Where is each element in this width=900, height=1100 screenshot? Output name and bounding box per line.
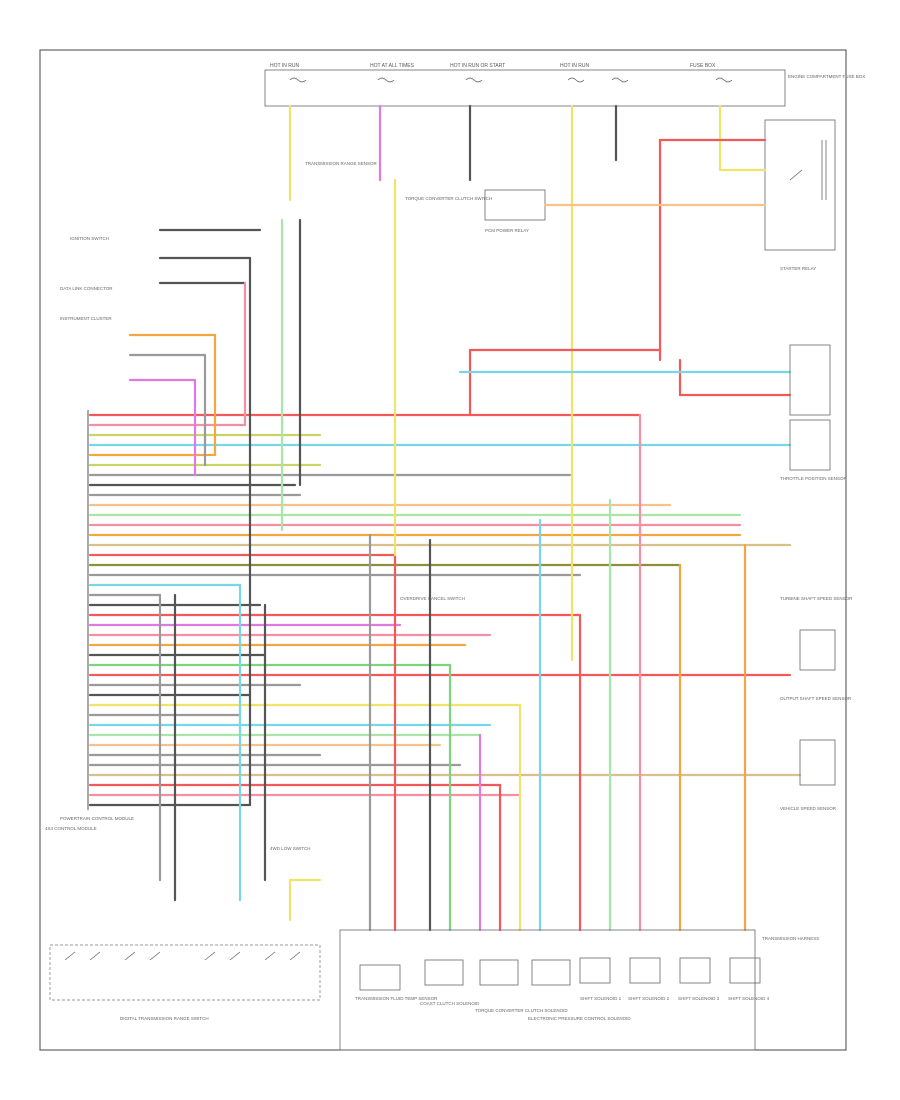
digital-tr-switch: DIGITAL TRANSMISSION RANGE SWITCH 4X4 CO… bbox=[45, 826, 321, 1021]
starter-relay-label: STARTER RELAY bbox=[780, 266, 816, 271]
instrument-cluster-label: INSTRUMENT CLUSTER bbox=[60, 316, 112, 321]
fuse-label-2: HOT AT ALL TIMES bbox=[370, 63, 415, 69]
starter-relay-box bbox=[764, 119, 836, 251]
vss-label: VEHICLE SPEED SENSOR bbox=[780, 806, 837, 811]
fuse-label-5: FUSE BOX bbox=[690, 63, 716, 69]
trans-harness-label: TRANSMISSION HARNESS bbox=[762, 936, 819, 941]
pcm-relay-box bbox=[484, 189, 546, 221]
upper-wires bbox=[128, 104, 792, 807]
sol-2-label: COAST CLUTCH SOLENOID bbox=[420, 1001, 480, 1006]
digital-tr-label: DIGITAL TRANSMISSION RANGE SWITCH bbox=[120, 1016, 209, 1021]
left-module-label: 4X4 CONTROL MODULE bbox=[45, 826, 97, 831]
sol-5-label: SHIFT SOLENOID 1 bbox=[580, 996, 622, 1001]
fuse-label-4: HOT IN RUN bbox=[560, 63, 589, 69]
shift-solenoid-4 bbox=[729, 957, 761, 984]
tr-sensor-label: TRANSMISSION RANGE SENSOR bbox=[305, 161, 378, 166]
coast-clutch-solenoid bbox=[424, 959, 464, 986]
4wd-low-label: 4WD LOW SWITCH bbox=[270, 846, 311, 851]
vertical-wires bbox=[368, 413, 747, 932]
pcm-relay-label: PCM POWER RELAY bbox=[485, 228, 529, 233]
sol-8-label: SHIFT SOLENOID 4 bbox=[728, 996, 770, 1001]
relay-switch bbox=[789, 169, 803, 181]
sol-6-label: SHIFT SOLENOID 2 bbox=[628, 996, 670, 1001]
sol-4-label: ELECTRONIC PRESSURE CONTROL SOLENOID bbox=[528, 1016, 631, 1021]
sol-1-label: TRANSMISSION FLUID TEMP SENSOR bbox=[355, 996, 438, 1001]
tcc-switch-label: TORQUE CONVERTER CLUTCH SWITCH bbox=[405, 196, 492, 201]
engine-comp-fuse-label: ENGINE COMPARTMENT FUSE BOX bbox=[788, 74, 865, 79]
right-sensors: THROTTLE POSITION SENSOR TURBINE SHAFT S… bbox=[780, 344, 853, 811]
data-link-label: DATA LINK CONNECTOR bbox=[60, 286, 113, 291]
sol-7-label: SHIFT SOLENOID 3 bbox=[678, 996, 720, 1001]
turbine-label: TURBINE SHAFT SPEED SENSOR bbox=[780, 596, 853, 601]
pcm-wires bbox=[88, 413, 802, 807]
fuse-symbols bbox=[289, 77, 733, 83]
tcc-solenoid bbox=[479, 959, 519, 986]
fuse-label-1: HOT IN RUN bbox=[270, 63, 299, 69]
tps-label: THROTTLE POSITION SENSOR bbox=[780, 476, 848, 481]
shift-solenoid-2 bbox=[629, 957, 661, 984]
pcm-label: POWERTRAIN CONTROL MODULE bbox=[60, 816, 134, 821]
tft-sensor bbox=[359, 964, 401, 991]
sol-3-label: TORQUE CONVERTER CLUTCH SOLENOID bbox=[475, 1008, 568, 1013]
fuse-label-3: HOT IN RUN OR START bbox=[450, 63, 505, 69]
od-cancel-label: OVERDRIVE CANCEL SWITCH bbox=[400, 596, 465, 601]
shift-solenoid-1 bbox=[579, 957, 611, 984]
pcm-connector: POWERTRAIN CONTROL MODULE bbox=[60, 410, 134, 821]
trans-harness-box bbox=[339, 929, 756, 1051]
fuse-panel-box bbox=[264, 69, 786, 107]
output-sensor-label: OUTPUT SHAFT SPEED SENSOR bbox=[780, 696, 852, 701]
shift-solenoid-3 bbox=[679, 957, 711, 984]
switch-wires bbox=[158, 583, 322, 922]
ignition-label: IGNITION SWITCH bbox=[70, 236, 109, 241]
relay-coil bbox=[821, 140, 827, 200]
epc-solenoid bbox=[531, 959, 571, 986]
solenoids: TRANSMISSION FLUID TEMP SENSOR COAST CLU… bbox=[355, 957, 770, 1021]
